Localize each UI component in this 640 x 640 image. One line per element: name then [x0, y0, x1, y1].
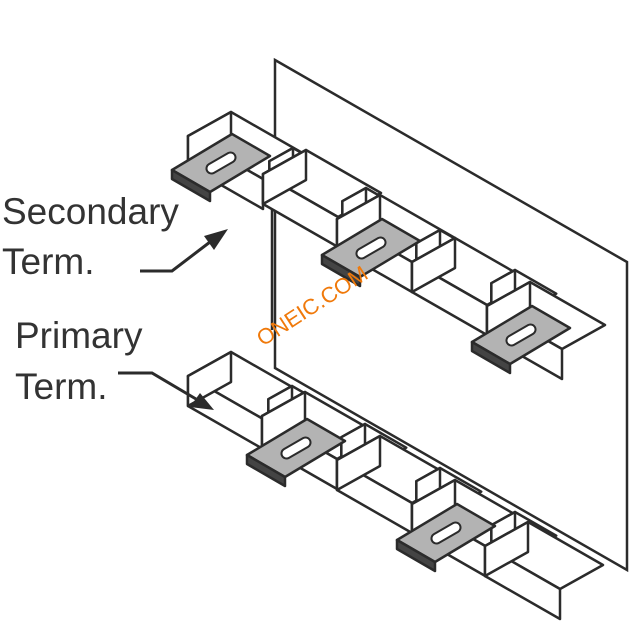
tab-slot [505, 323, 537, 347]
tab-edge [170, 168, 212, 203]
block-side [261, 148, 308, 206]
secondary-tab-1 [170, 132, 272, 203]
block-side [483, 520, 530, 578]
primary-block-5 [483, 520, 605, 621]
tab-edge [320, 253, 362, 288]
tab-slot [430, 521, 462, 545]
tab-edge [395, 538, 437, 573]
tab-edge [245, 453, 287, 488]
primary-label-line2: Term. [15, 366, 108, 407]
secondary-terminal-row [170, 110, 607, 381]
block-side [410, 236, 457, 294]
primary-terminal-row [186, 350, 605, 621]
primary-arrow [118, 371, 197, 401]
secondary-arrow [140, 240, 211, 273]
secondary-arrowhead [204, 229, 228, 250]
tab-edge [470, 340, 512, 375]
secondary-tab-2 [320, 217, 422, 288]
block-side [335, 434, 382, 492]
secondary-tab-3 [470, 304, 572, 375]
tab-slot [205, 151, 237, 175]
tab-slot [355, 236, 387, 260]
secondary-label-line2: Term. [2, 241, 95, 282]
tab-slot [280, 436, 312, 460]
primary-tab-2 [395, 502, 497, 573]
primary-label-line1: Primary [15, 315, 143, 356]
primary-tab-1 [245, 417, 347, 488]
primary-arrowhead [190, 393, 214, 410]
secondary-label-line1: Secondary [2, 191, 179, 232]
block-side [186, 350, 233, 408]
